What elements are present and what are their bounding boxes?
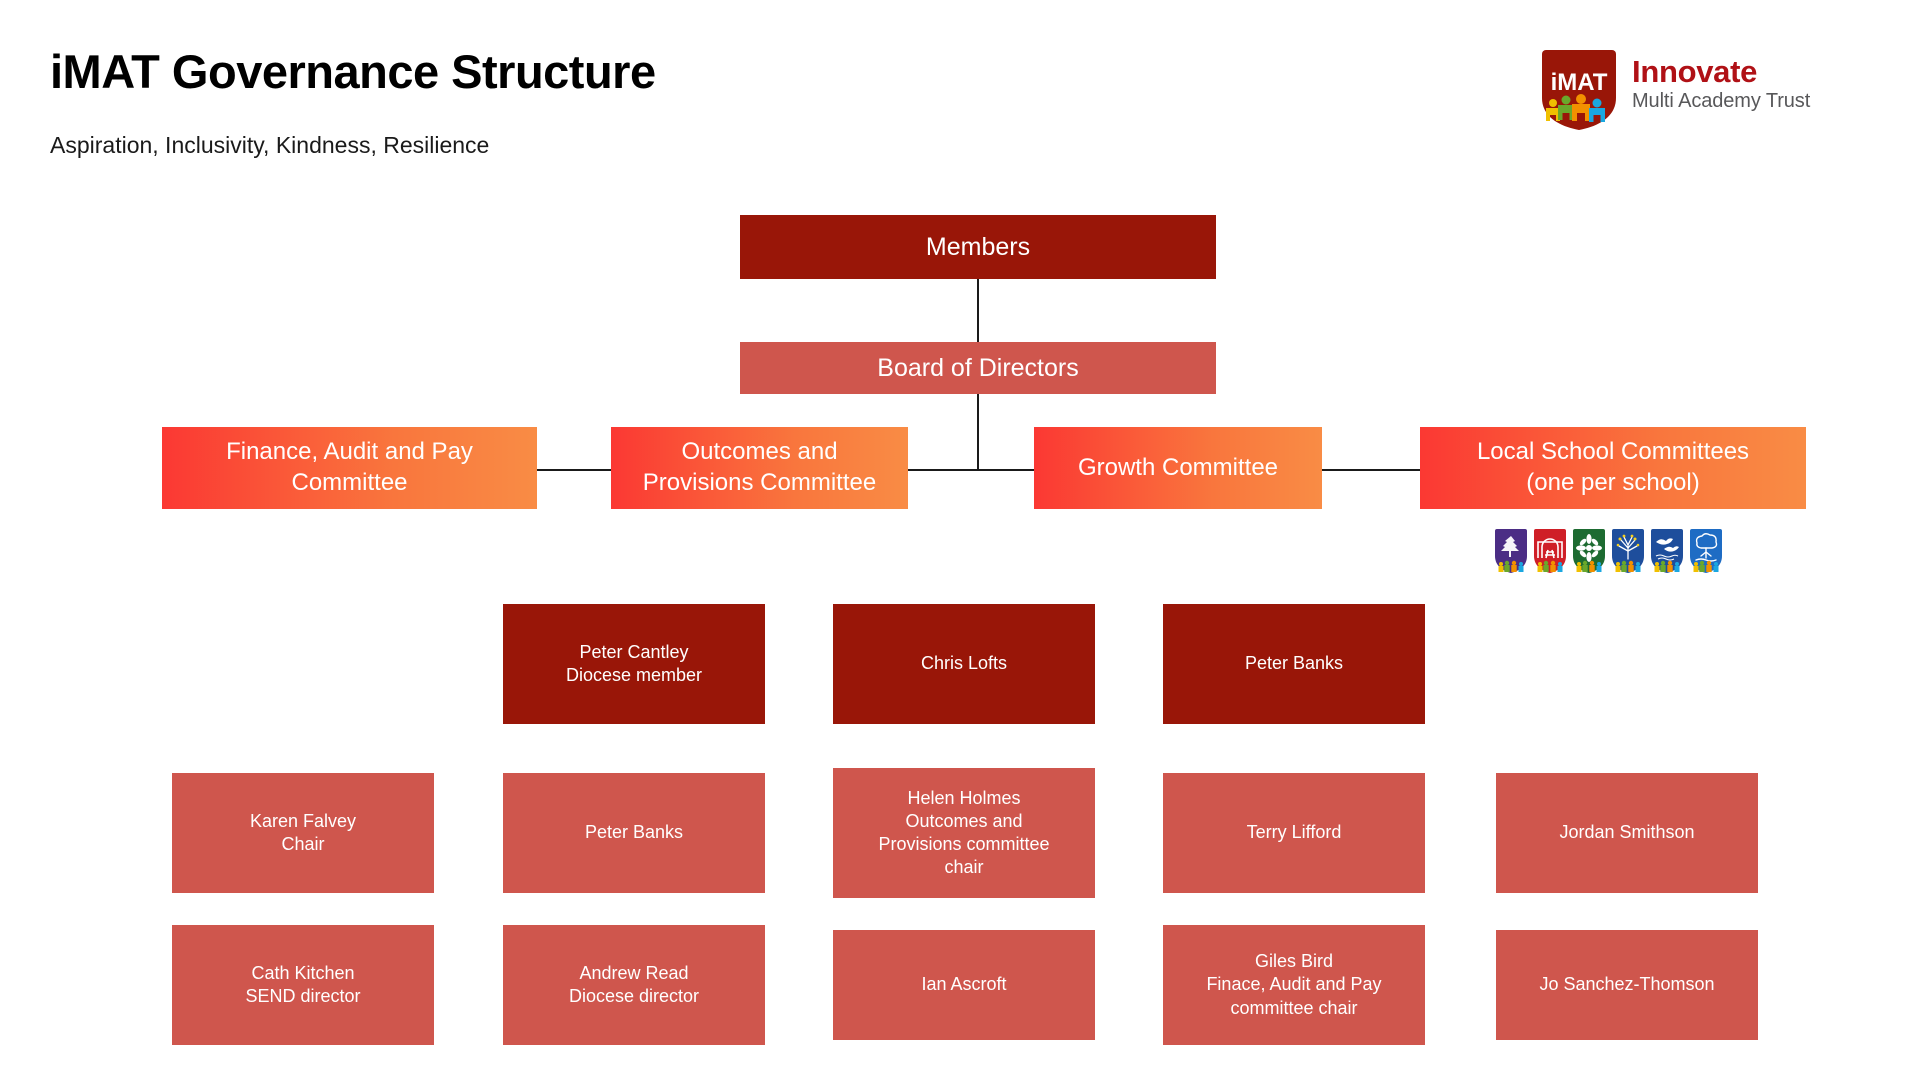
person-card[interactable]: Helen Holmes Outcomes and Provisions com… [833,768,1095,898]
person-card[interactable]: Peter Banks [1163,604,1425,724]
imat-logo: iMAT Innovate Multi Academy Trust [1540,48,1870,136]
person-card[interactable]: Ian Ascroft [833,930,1095,1040]
node-finance-label: Finance, Audit and Pay Committee [226,438,473,496]
person-card[interactable]: Jordan Smithson [1496,773,1758,893]
person-card-label: Peter Banks [1244,653,1344,674]
node-members[interactable]: Members [740,215,1216,279]
person-card-label: Helen Holmes Outcomes and Provisions com… [878,787,1050,878]
crest-tunnel-icon [1534,529,1566,573]
page-title: iMAT Governance Structure [50,45,656,98]
logo-brand-name: Innovate [1632,54,1758,89]
person-card-label: Karen Falvey Chair [249,810,357,854]
crest-leaf-icon [1495,529,1527,573]
person-card[interactable]: Jo Sanchez-Thomson [1496,930,1758,1040]
person-card-label: Chris Lofts [920,653,1008,674]
person-card[interactable]: Peter Banks [503,773,765,893]
person-card-label: Jordan Smithson [1559,822,1695,843]
connector-board-to-bus [977,394,979,470]
person-card[interactable]: Chris Lofts [833,604,1095,724]
person-card-label: Giles Bird Finace, Audit and Pay committ… [1206,951,1382,1018]
node-outcomes-label: Outcomes and Provisions Committee [642,438,877,496]
node-board-of-directors[interactable]: Board of Directors [740,342,1216,394]
node-finance-audit-pay-committee[interactable]: Finance, Audit and Pay Committee [162,427,537,509]
imat-shield-icon: iMAT [1542,50,1616,130]
node-board-label: Board of Directors [877,354,1079,382]
crest-oak-icon [1690,529,1722,573]
logo-text: Innovate Multi Academy Trust [1632,54,1811,114]
crest-tree-icon [1612,529,1644,573]
school-crest-strip [1494,528,1728,574]
node-growth-committee[interactable]: Growth Committee [1034,427,1322,509]
crest-flower-icon [1573,529,1605,573]
node-outcomes-provisions-committee[interactable]: Outcomes and Provisions Committee [611,427,908,509]
connector-members-to-board [977,279,979,342]
node-local-label: Local School Committees (one per school) [1476,438,1750,496]
person-card-label: Peter Banks [584,822,684,843]
person-card[interactable]: Andrew Read Diocese director [503,925,765,1045]
connector-committee-bus [537,469,1420,471]
svg-text:iMAT: iMAT [1551,69,1608,96]
node-members-label: Members [925,233,1031,261]
person-card-label: Ian Ascroft [921,974,1007,995]
person-card-label: Andrew Read Diocese director [568,962,700,1006]
person-card-label: Terry Lifford [1246,822,1342,843]
node-local-school-committees[interactable]: Local School Committees (one per school) [1420,427,1806,509]
person-card[interactable]: Terry Lifford [1163,773,1425,893]
person-card[interactable]: Karen Falvey Chair [172,773,434,893]
logo-brand-sub: Multi Academy Trust [1632,89,1811,112]
person-card[interactable]: Peter Cantley Diocese member [503,604,765,724]
person-card-label: Jo Sanchez-Thomson [1539,974,1715,995]
person-card[interactable]: Cath Kitchen SEND director [172,925,434,1045]
node-growth-label: Growth Committee [1077,453,1279,481]
person-card-label: Cath Kitchen SEND director [245,962,361,1006]
crest-birds-icon [1651,529,1683,573]
page-subtitle: Aspiration, Inclusivity, Kindness, Resil… [50,132,490,158]
person-card-label: Peter Cantley Diocese member [565,641,703,685]
person-card[interactable]: Giles Bird Finace, Audit and Pay committ… [1163,925,1425,1045]
